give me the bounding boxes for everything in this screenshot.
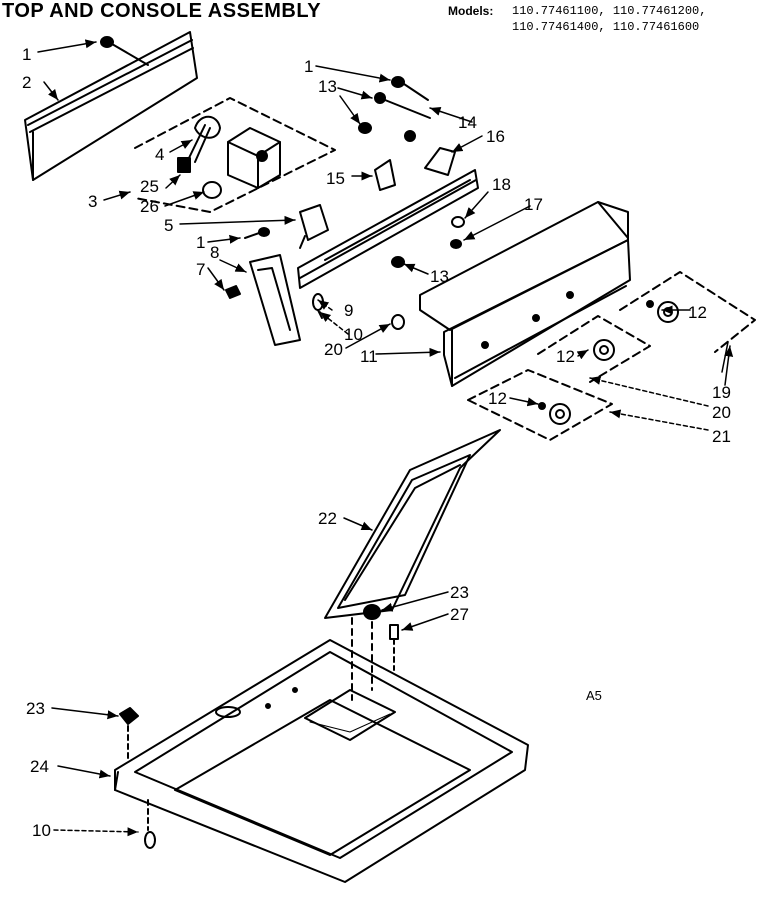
callout-17: 17 [524,195,543,214]
diagram-title: TOP AND CONSOLE ASSEMBLY [2,0,322,22]
bracket-part-15 [374,159,396,191]
bracket-part-5 [299,204,329,249]
callout-12-right: 12 [688,303,707,322]
callout-21: 21 [712,427,731,446]
callout-4: 4 [155,145,164,164]
callout-18: 18 [492,175,511,194]
callout-13-lower: 13 [430,267,449,286]
callout-27: 27 [450,605,469,624]
callout-2: 2 [22,73,31,92]
callout-10-upper: 10 [344,325,363,344]
nut-part-23-upper [363,604,381,620]
figure-code: A5 [586,688,602,703]
callout-13-top: 13 [318,77,337,96]
models-line-1: 110.77461100, 110.77461200, [512,4,707,18]
models-line-2: 110.77461400, 110.77461600 [512,20,700,34]
rear-panel [24,31,198,181]
callout-11: 11 [360,347,378,366]
console-channel [297,169,479,289]
callout-5: 5 [164,216,173,235]
callout-16: 16 [486,127,505,146]
relay-part-4 [187,115,221,163]
callout-10-lower: 10 [32,821,51,840]
top-panel-part-24 [114,639,529,883]
bracket-part-16 [424,147,456,176]
console-panel-part-11 [419,201,631,387]
nut-part-23-lower [119,707,139,759]
clip-part-7 [225,285,241,299]
knob-group-19 [619,271,756,353]
callout-labels: 1 2 3 4 25 26 5 1 8 7 9 10 20 11 1 13 14… [22,45,731,840]
callout-24: 24 [30,757,49,776]
leader-lines [37,39,734,837]
screw-part-1-mid [244,227,270,239]
screw-part-1-top [100,36,149,66]
callout-19: 19 [712,383,731,402]
callout-26: 26 [140,197,159,216]
callout-14: 14 [458,113,477,132]
callout-9: 9 [344,301,353,320]
knob-21 [538,402,571,425]
callout-20: 20 [712,403,731,422]
models-label: Models: [448,4,494,18]
callout-7: 7 [196,260,205,279]
callout-1: 1 [22,45,31,64]
buzzer-part-26 [202,181,222,199]
callout-23-upper: 23 [450,583,469,602]
screw-part-10-lower [144,799,156,849]
callout-15: 15 [326,169,345,188]
ring-part-20 [391,314,405,330]
screw-part-18 [451,216,465,228]
callout-12-mid: 12 [556,347,575,366]
screw-part-17 [450,239,462,249]
callout-1-mid: 1 [196,233,205,252]
switch-part-25 [177,157,191,173]
screw-part-13-lower [391,256,405,268]
callout-8: 8 [210,243,219,262]
callout-3: 3 [88,192,97,211]
screw-part-10-upper [312,293,324,319]
top-screws [358,76,431,142]
group-outline-3 [134,97,336,213]
knob-group-21 [467,369,613,441]
callout-22: 22 [318,509,337,528]
callout-12-lower: 12 [488,389,507,408]
callout-25: 25 [140,177,159,196]
end-bracket-part-8 [249,254,301,346]
callout-23-lower: 23 [26,699,45,718]
screw-part-27 [389,624,399,671]
lint-filter-part-22 [324,429,501,619]
knob-20 [593,339,615,361]
knob-19 [646,300,679,323]
callout-1-top: 1 [304,57,313,76]
timer-box [227,127,281,189]
callout-20-left: 20 [324,340,343,359]
